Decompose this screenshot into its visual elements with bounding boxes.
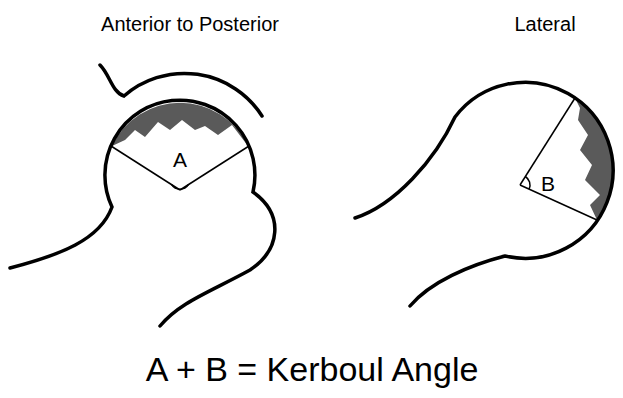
angle-label: B [541,172,555,195]
angle-line [520,98,575,185]
angle-line [180,146,249,190]
femur-outline [10,100,275,326]
angle-arc [172,185,189,190]
angle-arc [525,177,530,190]
acetabulum-outline [100,65,262,116]
femur-outline [355,82,613,306]
caption: A + B = Kerboul Angle [146,351,479,388]
angle-label: A [173,148,187,171]
angle-line [111,146,180,190]
necrotic-region [112,103,248,146]
view-title: Anterior to Posterior [101,13,279,35]
angle-line [520,185,597,220]
view-title: Lateral [514,13,575,35]
